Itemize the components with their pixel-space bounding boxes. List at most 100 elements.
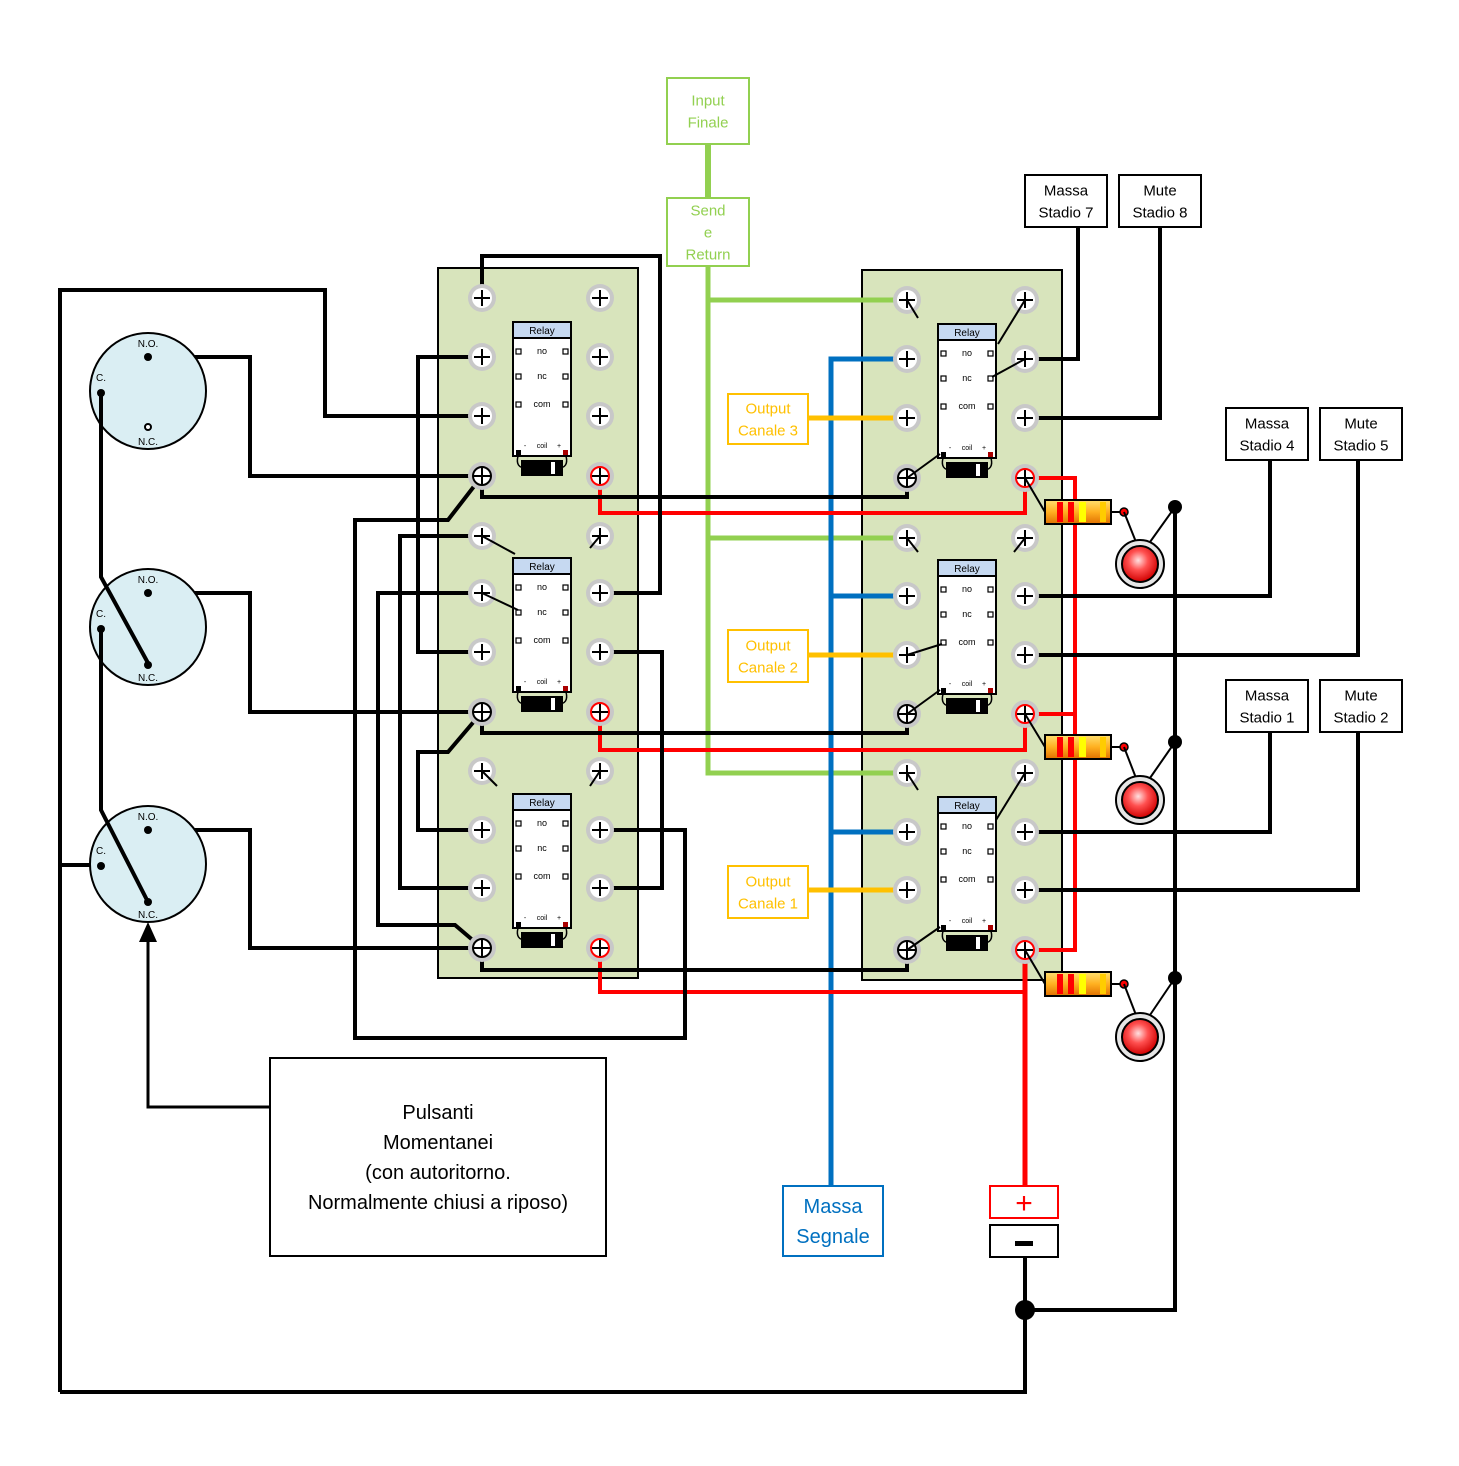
relay-jumper <box>906 772 919 791</box>
relay-header <box>937 323 997 341</box>
terminal-pos-ring <box>590 466 610 486</box>
terminal-neg-ring <box>472 938 492 958</box>
led-lead <box>1149 741 1176 779</box>
relay-pin-label-no: no <box>537 582 547 592</box>
switch-nc-label: N.C. <box>138 910 158 921</box>
relay-coil-plus: + <box>982 918 986 925</box>
terminal-neg-ring <box>897 468 917 488</box>
pin-pad <box>515 637 522 644</box>
resistor-band <box>1057 502 1063 522</box>
massa-stadio-7-box-text: Massa <box>1044 182 1089 199</box>
diode-body <box>521 696 563 712</box>
output-canale-3-box-text: Output <box>745 400 791 417</box>
screw-terminal <box>586 874 614 902</box>
pin-pad <box>987 876 994 883</box>
relay-pin-label-com: com <box>958 637 975 647</box>
switch-body <box>89 332 207 450</box>
momentary-switch: N.O.N.C.C. <box>89 805 207 923</box>
relay-title: Relay <box>954 801 980 812</box>
wire-switch2-no <box>148 591 482 714</box>
diode-band <box>976 464 980 476</box>
relay-jumper <box>995 772 1026 821</box>
send-return-box-border <box>666 197 750 267</box>
battery-plus-terminal <box>989 1185 1059 1219</box>
massa-stadio-4-box-border <box>1225 407 1309 461</box>
pin-pad <box>562 609 569 616</box>
coil-pad-pos <box>988 925 993 930</box>
send-return-box-text: Send <box>690 202 725 219</box>
pin-pad <box>940 848 947 855</box>
relay-pin-label-nc: nc <box>962 609 972 619</box>
junction-dot <box>1168 735 1182 749</box>
terminal-pos-ring <box>590 938 610 958</box>
terminal-neg-ring <box>472 702 492 722</box>
wire-massa-segnale-bus <box>828 356 907 1185</box>
screw-terminal <box>468 638 496 666</box>
pin-pad <box>987 639 994 646</box>
pin-pad <box>515 820 522 827</box>
pin-pad <box>987 403 994 410</box>
relay-jumper <box>481 535 516 555</box>
coil-pad-neg <box>516 450 521 455</box>
relay-jumper <box>906 537 919 553</box>
relay-jumper <box>589 535 601 549</box>
wire-r3-com-out <box>353 474 687 1040</box>
massa-stadio-7-box-border <box>1024 174 1108 228</box>
pulsanti-momentanei-box-text: Momentanei <box>383 1132 493 1154</box>
mute-stadio-5-box-text: Stadio 5 <box>1333 437 1388 454</box>
relay-pin-label-nc: nc <box>537 607 547 617</box>
junction-dot <box>1168 500 1182 514</box>
mute-stadio-8-box-border <box>1118 174 1202 228</box>
momentary-switch: N.O.N.C.C. <box>89 568 207 686</box>
terminal-pos-ring <box>1015 468 1035 488</box>
pin-pad <box>562 348 569 355</box>
relay-jumper <box>589 770 601 787</box>
relay-jumper <box>481 592 519 611</box>
screw-terminal <box>586 343 614 371</box>
screw-terminal <box>1011 641 1039 669</box>
wire-switch3c-to-switch2nc <box>99 393 150 664</box>
wire-power-2 <box>598 712 1075 752</box>
pin-pad <box>940 403 947 410</box>
screw-terminal <box>468 934 496 962</box>
resistor-band <box>1100 974 1106 994</box>
wire-loop-main <box>58 288 482 1392</box>
relay-pin-label-no: no <box>962 584 972 594</box>
pin-pad <box>562 820 569 827</box>
switch-body <box>89 568 207 686</box>
relay-pin-label-nc: nc <box>537 843 547 853</box>
screw-terminal <box>586 462 614 490</box>
pulsanti-momentanei-box-border <box>269 1057 607 1257</box>
switch-nc-label: N.C. <box>138 673 158 684</box>
pin-pad <box>515 584 522 591</box>
massa-stadio-1-box-text: Massa <box>1245 687 1290 704</box>
switch-no-contact <box>144 589 152 597</box>
massa-segnale-box-text: Massa <box>804 1196 864 1218</box>
relay-coil-minus: - <box>524 443 527 450</box>
wire-switch2c-to-switch1nc <box>99 629 150 903</box>
wire-switch3-no <box>148 355 482 478</box>
screw-terminal <box>468 816 496 844</box>
relay-jumper <box>906 643 943 656</box>
pin-pad <box>562 637 569 644</box>
massa-stadio-4-box-text: Massa <box>1245 415 1290 432</box>
massa-stadio-1-box-text: Stadio 1 <box>1239 709 1294 726</box>
switch-nc-label: N.C. <box>138 437 158 448</box>
coil-pad-pos <box>563 450 568 455</box>
relay-pin-label-nc: nc <box>962 373 972 383</box>
coil-pad-neg <box>516 686 521 691</box>
massa-stadio-7-box-text: Stadio 7 <box>1038 204 1093 221</box>
wire-led-ground-bus <box>1025 507 1177 1312</box>
relay-body <box>512 557 572 693</box>
diode-body <box>521 932 563 948</box>
relay-header <box>937 559 997 577</box>
input-finale-box-text: Input <box>691 92 725 109</box>
output-canale-2-box-text: Canale 2 <box>738 659 798 676</box>
